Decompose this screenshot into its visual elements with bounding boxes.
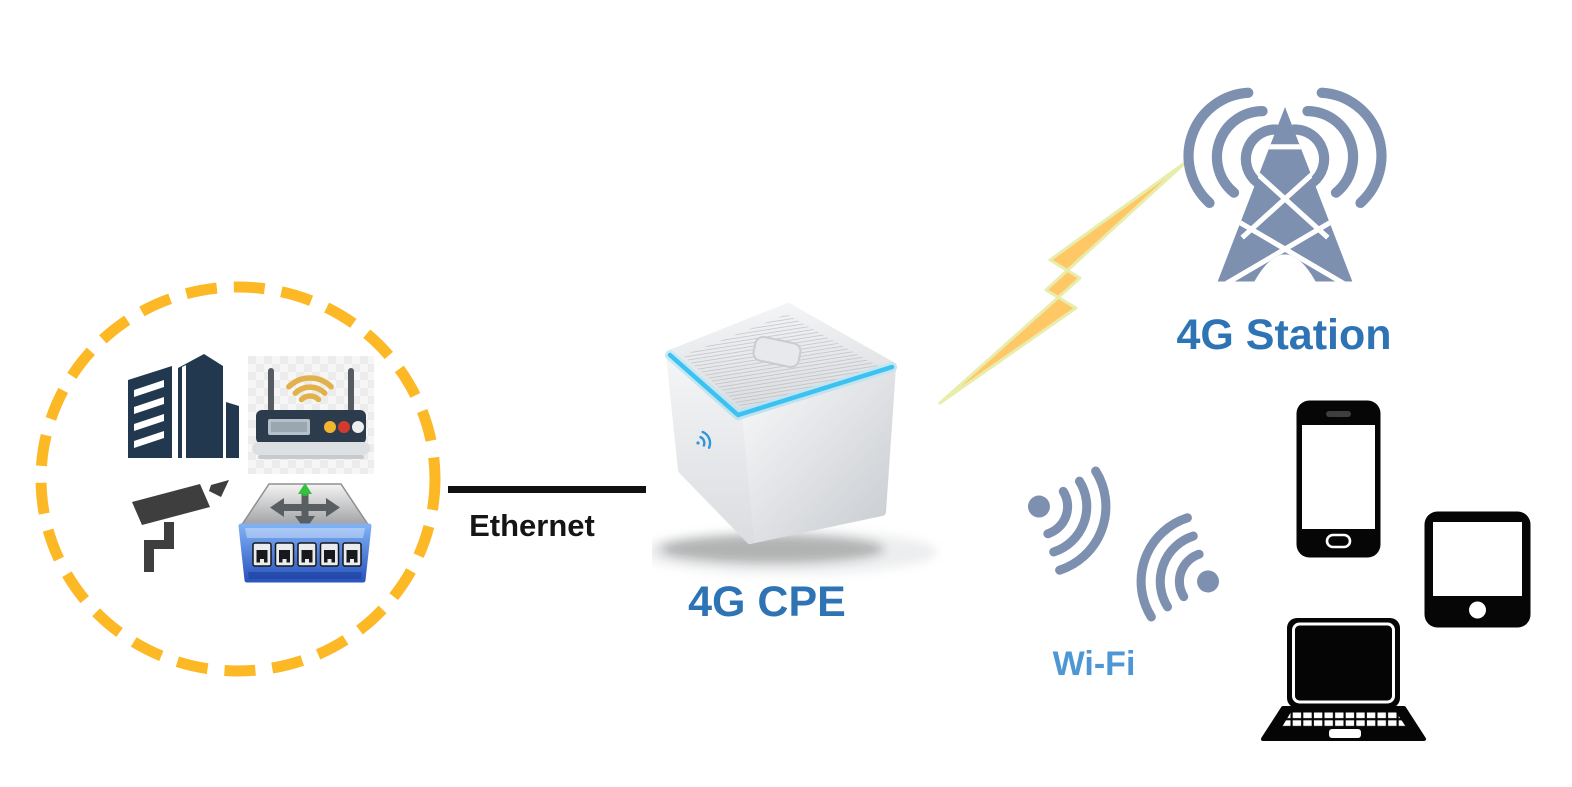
wifi-signal-icon-left bbox=[1027, 466, 1111, 575]
cpe-logo-icon bbox=[696, 430, 712, 449]
lightning-bolt-icon bbox=[938, 160, 1188, 405]
office-building-icon bbox=[128, 354, 239, 458]
smartphone-icon bbox=[1296, 400, 1381, 558]
ethernet-switch-icon bbox=[238, 483, 372, 583]
ethernet-label: Ethernet bbox=[469, 508, 595, 543]
ethernet-link-line bbox=[448, 486, 646, 493]
cpe-top-button bbox=[752, 335, 802, 369]
cell-tower-icon bbox=[1183, 87, 1387, 282]
tablet-icon bbox=[1424, 511, 1531, 628]
cpe-cube-device bbox=[652, 303, 937, 574]
cpe-label: 4G CPE bbox=[688, 578, 846, 626]
wireless-router-icon bbox=[248, 356, 374, 474]
station-label: 4G Station bbox=[1176, 311, 1392, 359]
laptop-icon bbox=[1261, 618, 1426, 741]
lan-group-dashed-circle bbox=[35, 281, 441, 677]
cctv-camera-icon bbox=[132, 480, 229, 572]
wifi-signal-icon-right bbox=[1136, 513, 1220, 622]
wifi-label: Wi-Fi bbox=[1052, 645, 1136, 683]
